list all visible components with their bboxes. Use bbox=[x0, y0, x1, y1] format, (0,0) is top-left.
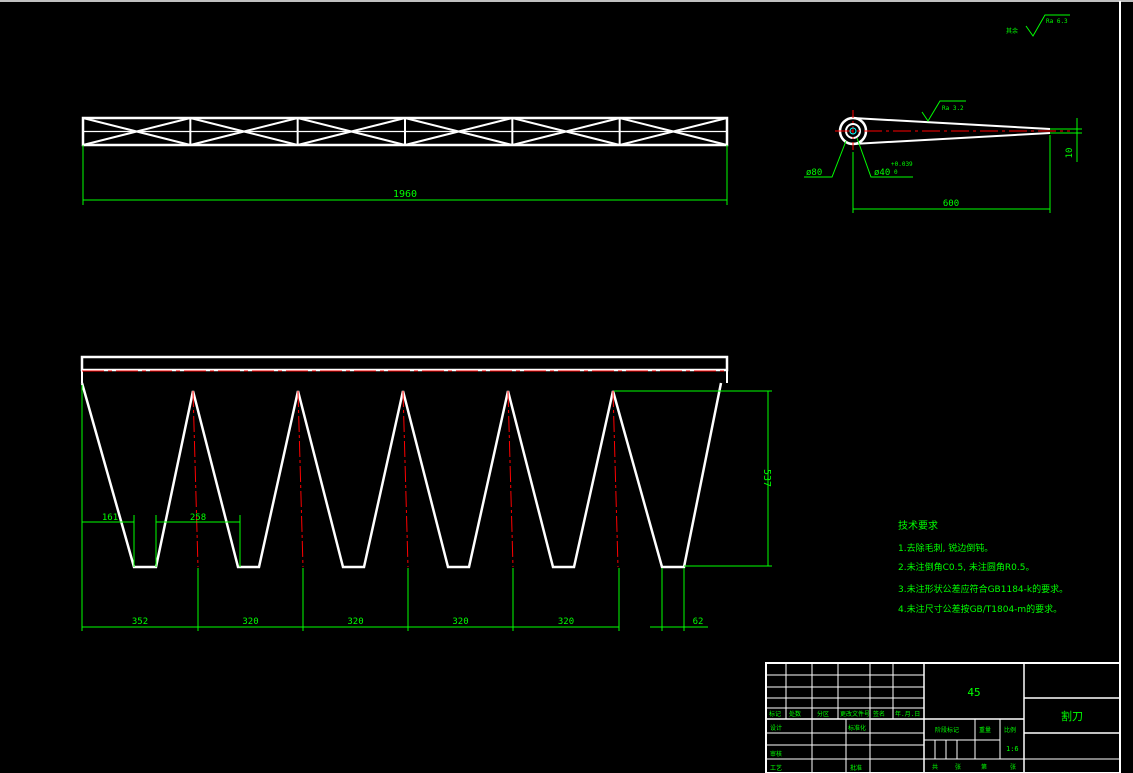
top-view: 1960 bbox=[81, 116, 729, 205]
label-standardize: 标准化 bbox=[848, 724, 866, 732]
spacing-dimensions: 352 320 320 320 320 bbox=[82, 568, 620, 631]
tooth-centerline bbox=[192, 390, 199, 568]
label-approve: 批准 bbox=[850, 764, 862, 772]
notes-title: 技术要求 bbox=[898, 519, 938, 532]
roughness-general: 其余 Ra 6.3 bbox=[1006, 14, 1070, 37]
blade-upper-edge bbox=[852, 117, 1051, 130]
thickness-label: 10 bbox=[1065, 148, 1075, 159]
side-view: ø80 ø40 +0.039 0 600 10 Ra 3.2 bbox=[804, 100, 1082, 213]
label-sheet: 张 bbox=[1010, 763, 1016, 771]
hub-outer-label: ø80 bbox=[806, 168, 822, 178]
blade-lower-edge bbox=[852, 132, 1051, 145]
spacing-label: 320 bbox=[347, 617, 363, 627]
label-total: 共 bbox=[932, 763, 938, 771]
hub-inner-tolerance-upper: +0.039 bbox=[891, 161, 913, 168]
part-name: 割刀 bbox=[1061, 709, 1083, 723]
label-sheet: 张 bbox=[955, 763, 961, 771]
label-count: 处数 bbox=[789, 710, 801, 718]
technical-notes: 技术要求 1.去除毛刺, 锐边倒钝。 2.未注倒角C0.5, 未注圆角R0.5。… bbox=[898, 519, 1068, 615]
hub-inner-tolerance-lower: 0 bbox=[894, 169, 898, 176]
tooth-centerlines bbox=[192, 390, 619, 568]
tooth-base-label: 258 bbox=[190, 513, 206, 523]
label-design: 设计 bbox=[770, 724, 782, 732]
label-scale: 比例 bbox=[1004, 726, 1016, 734]
tooth-centerline bbox=[402, 390, 409, 568]
label-change-doc: 更改文件号 bbox=[840, 710, 870, 718]
dimension-length-label: 1960 bbox=[393, 189, 417, 200]
title-block-frame bbox=[765, 662, 1121, 773]
tooth-centerline bbox=[612, 390, 619, 568]
tooth-centerline bbox=[297, 390, 304, 568]
label-number: 第 bbox=[981, 763, 987, 771]
hub-outer-leader bbox=[804, 140, 847, 178]
label-review: 审核 bbox=[770, 750, 782, 758]
title-block bbox=[765, 662, 1121, 773]
notes-item: 4.未注尺寸公差按GB/T1804-m的要求。 bbox=[898, 603, 1062, 615]
notes-item: 2.未注倒角C0.5, 未注圆角R0.5。 bbox=[898, 561, 1034, 573]
label-date: 年.月.日 bbox=[895, 710, 920, 718]
roughness-general-value: Ra 6.3 bbox=[1046, 18, 1068, 25]
roughness-general-icon bbox=[1025, 14, 1070, 37]
scale-value: 1:6 bbox=[1006, 745, 1019, 753]
side-length-label: 600 bbox=[943, 199, 959, 209]
label-weight: 重量 bbox=[979, 726, 991, 734]
roughness-general-prefix: 其余 bbox=[1006, 27, 1018, 35]
label-mark: 标记 bbox=[769, 710, 781, 718]
notes-item: 1.去除毛刺, 锐边倒钝。 bbox=[898, 542, 993, 554]
front-view: 537 161 258 352 320 320 320 320 62 bbox=[80, 355, 772, 631]
tooth-centerline bbox=[507, 390, 514, 568]
spacing-label: 320 bbox=[558, 617, 574, 627]
root-width-label: 161 bbox=[102, 513, 118, 523]
label-zone: 分区 bbox=[817, 710, 829, 718]
spacing-label: 320 bbox=[242, 617, 258, 627]
edge-label: 62 bbox=[693, 617, 704, 627]
spacing-label: 352 bbox=[132, 617, 148, 627]
title-block-text: 标记 处数 分区 更改文件号 签名 年.月.日 设计 标准化 审核 工艺 批准 … bbox=[769, 686, 1083, 772]
hub-inner-leader bbox=[856, 137, 913, 178]
spacing-label: 320 bbox=[452, 617, 468, 627]
label-stage-mark: 阶段标记 bbox=[935, 726, 959, 734]
label-process: 工艺 bbox=[770, 764, 782, 772]
notes-item: 3.未注形状公差应符合GB1184-k的要求。 bbox=[898, 583, 1068, 595]
hub-center-marker bbox=[849, 127, 857, 135]
truss-pattern bbox=[82, 117, 728, 146]
height-label: 537 bbox=[761, 469, 772, 487]
roughness-local-label: Ra 3.2 bbox=[942, 105, 964, 112]
roughness-symbol-icon bbox=[921, 100, 966, 122]
material-value: 45 bbox=[967, 686, 980, 699]
hub-inner-label: ø40 bbox=[874, 168, 890, 178]
label-sign: 签名 bbox=[873, 710, 885, 718]
blade-spine bbox=[80, 355, 729, 372]
